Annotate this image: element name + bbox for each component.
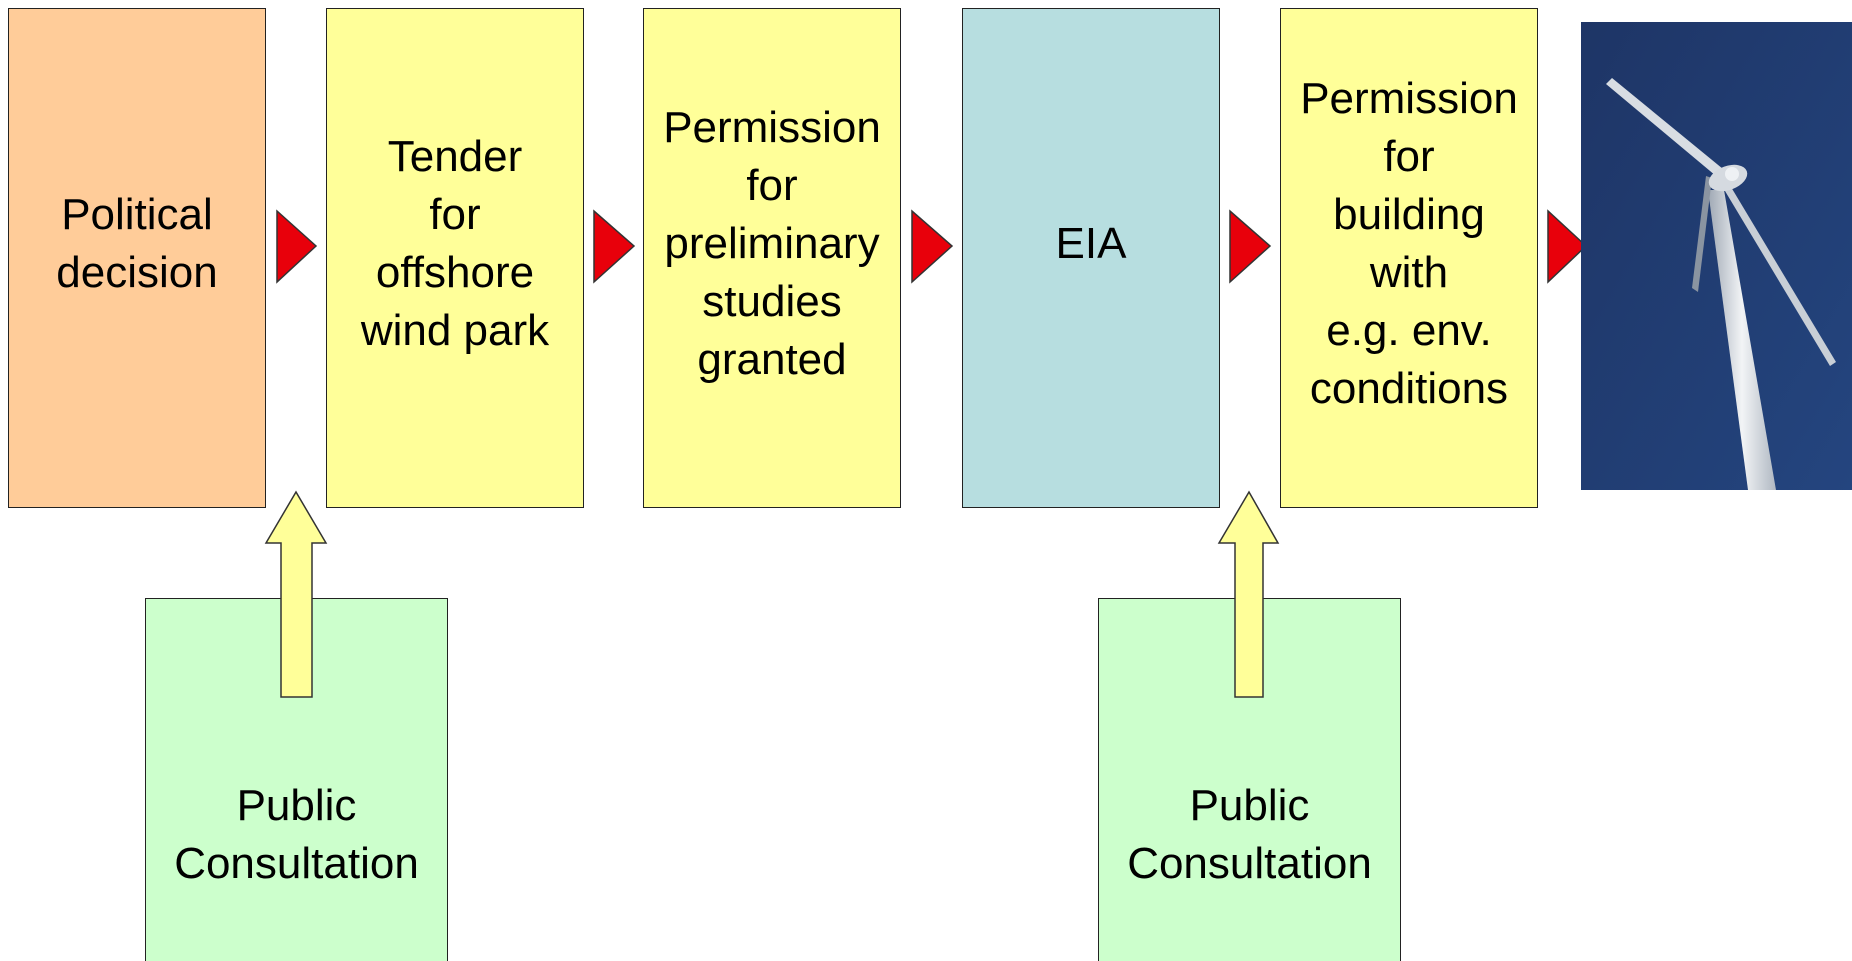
red-arrow-5 [1547, 209, 1588, 284]
step-tender-label: Tender for offshore wind park [360, 132, 550, 355]
wind-turbine-icon [1581, 22, 1852, 490]
step-political-decision: Political decision [8, 8, 266, 508]
red-arrow-3 [911, 209, 954, 284]
red-arrow-2 [593, 209, 636, 284]
step-permission-building-label: Permission for building with e.g. env. c… [1300, 74, 1518, 413]
step-permission-preliminary: Permission for preliminary studies grant… [643, 8, 901, 508]
public-consultation-box-2: Public Consultation [1098, 598, 1401, 961]
red-arrow-1 [276, 209, 318, 284]
public-consultation-box-1: Public Consultation [145, 598, 448, 961]
step-political-decision-label: Political decision [56, 190, 218, 297]
public-consultation-label-1: Public Consultation [174, 781, 419, 888]
step-eia-label: EIA [1055, 219, 1127, 268]
step-tender: Tender for offshore wind park [326, 8, 584, 508]
step-permission-building: Permission for building with e.g. env. c… [1280, 8, 1538, 508]
public-consultation-label-2: Public Consultation [1127, 781, 1372, 888]
step-eia: EIA [962, 8, 1220, 508]
step-permission-preliminary-label: Permission for preliminary studies grant… [663, 103, 881, 384]
red-arrow-4 [1229, 209, 1272, 284]
